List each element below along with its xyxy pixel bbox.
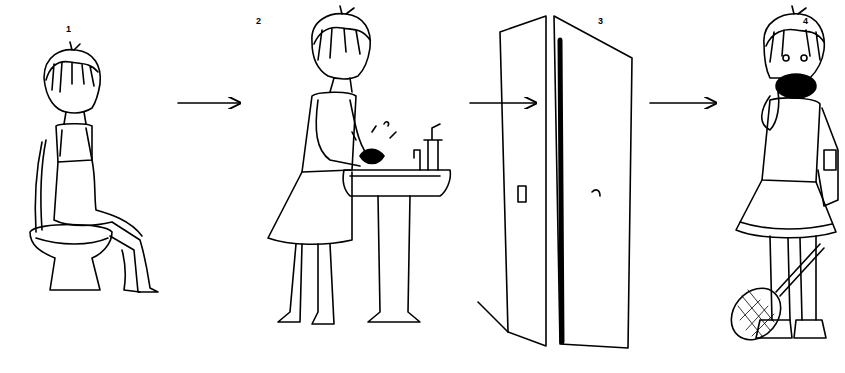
eye xyxy=(801,55,807,61)
door-leaf xyxy=(554,16,632,348)
toilet-rim xyxy=(36,238,108,244)
head xyxy=(44,50,100,113)
hair xyxy=(46,62,98,92)
legs xyxy=(278,244,334,324)
head xyxy=(764,14,824,78)
racket-handle xyxy=(776,244,824,296)
faucet xyxy=(424,124,442,170)
sequence-arrow xyxy=(470,102,536,104)
light-switch xyxy=(518,186,526,202)
hair xyxy=(766,30,824,62)
sink-rim xyxy=(350,175,440,177)
chair-back xyxy=(41,140,46,230)
girl-washing-hands xyxy=(268,6,450,324)
neck xyxy=(64,112,86,124)
door xyxy=(478,16,632,348)
tap xyxy=(414,150,420,170)
shoes xyxy=(756,320,826,338)
top xyxy=(762,98,820,182)
callout-number: 1 xyxy=(66,24,71,34)
sink-pedestal xyxy=(368,196,420,322)
arm xyxy=(762,92,779,130)
callout-number: 2 xyxy=(256,16,261,26)
arm-thigh xyxy=(92,160,142,236)
callout-number: 3 xyxy=(598,16,603,26)
food xyxy=(776,74,816,98)
sequence-arrow xyxy=(178,102,240,104)
eye xyxy=(783,55,789,61)
leg xyxy=(122,250,140,292)
toilet xyxy=(30,225,112,291)
door-edge xyxy=(560,40,562,342)
head xyxy=(312,14,370,79)
girl-on-toilet xyxy=(30,42,158,292)
top xyxy=(56,124,92,162)
hair-bow xyxy=(70,42,80,50)
hands xyxy=(360,149,384,163)
sink-basin xyxy=(343,170,450,196)
racket-head xyxy=(721,278,791,349)
door-handle xyxy=(592,190,600,196)
legs xyxy=(770,236,816,320)
skirt xyxy=(268,172,352,244)
bag-pocket xyxy=(824,150,836,170)
arm-lines xyxy=(60,128,92,160)
racket-strings xyxy=(738,290,774,336)
skirt-hem xyxy=(740,222,832,229)
callout-number: 4 xyxy=(803,16,808,26)
bag xyxy=(818,108,838,206)
door-frame-left xyxy=(500,16,546,346)
legs xyxy=(54,162,158,292)
water-splash xyxy=(352,122,396,140)
neck xyxy=(330,78,352,92)
girl-eating xyxy=(721,6,838,350)
hair-bow xyxy=(340,6,354,14)
sequence-arrow xyxy=(650,102,716,104)
floor-line xyxy=(478,302,508,332)
hair-bow xyxy=(792,6,806,14)
hair xyxy=(314,28,370,60)
